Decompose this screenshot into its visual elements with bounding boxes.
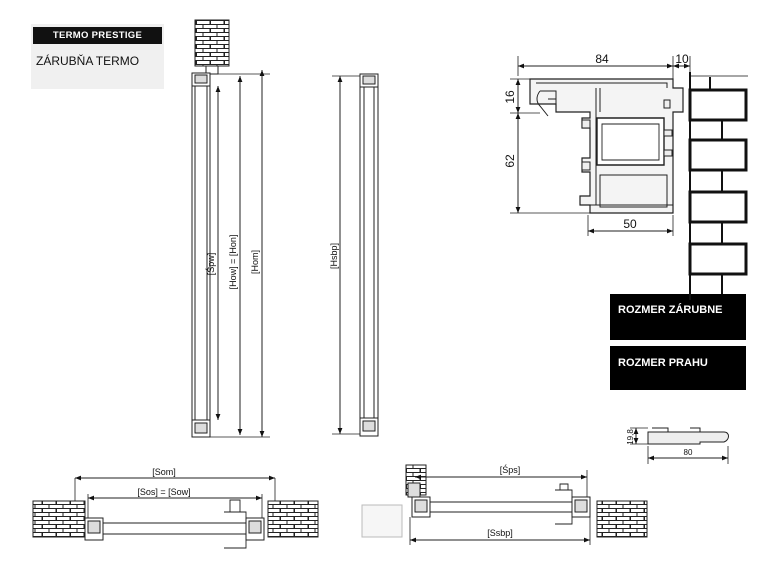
dim-profile-height: 62 bbox=[503, 154, 517, 168]
dim-wall-gap: 10 bbox=[675, 52, 689, 66]
sill-side-elevation bbox=[332, 73, 379, 437]
dim-threshold-height: 19,8 bbox=[626, 429, 635, 445]
label-sps: [Śps] bbox=[500, 464, 521, 475]
brand-title: TERMO PRESTIGE bbox=[33, 27, 162, 44]
frame-size-label: ROZMER ZÁRUBNE bbox=[610, 294, 746, 340]
label-hsbp: [Hsbp] bbox=[329, 243, 339, 269]
top-wall-section bbox=[194, 19, 230, 75]
profile-cross-section bbox=[510, 56, 691, 236]
frame-plan-view bbox=[32, 475, 319, 549]
label-ssbp: [Ssbp] bbox=[487, 528, 513, 538]
label-how-hon: [How] = [Hon] bbox=[228, 235, 238, 290]
dim-top-depth: 16 bbox=[503, 90, 517, 104]
label-hom: [Hom] bbox=[250, 250, 260, 274]
product-name: ZÁRUBŇA TERMO bbox=[36, 54, 140, 68]
threshold-section bbox=[630, 427, 729, 464]
label-som: [Som] bbox=[152, 467, 176, 477]
label-spw: [Śpw] bbox=[205, 253, 216, 276]
dim-profile-width: 84 bbox=[595, 52, 609, 66]
dim-bottom-width: 50 bbox=[623, 217, 637, 231]
sill-plan-view bbox=[361, 464, 648, 545]
brick-wall bbox=[688, 72, 748, 300]
dim-threshold-width: 80 bbox=[684, 448, 693, 457]
label-sos-sow: [Sos] = [Sow] bbox=[137, 487, 190, 497]
brand-box: TERMO PRESTIGE ZÁRUBŇA TERMO bbox=[31, 24, 164, 89]
sill-size-label: ROZMER PRAHU bbox=[610, 346, 746, 390]
frame-side-elevation bbox=[191, 70, 270, 438]
